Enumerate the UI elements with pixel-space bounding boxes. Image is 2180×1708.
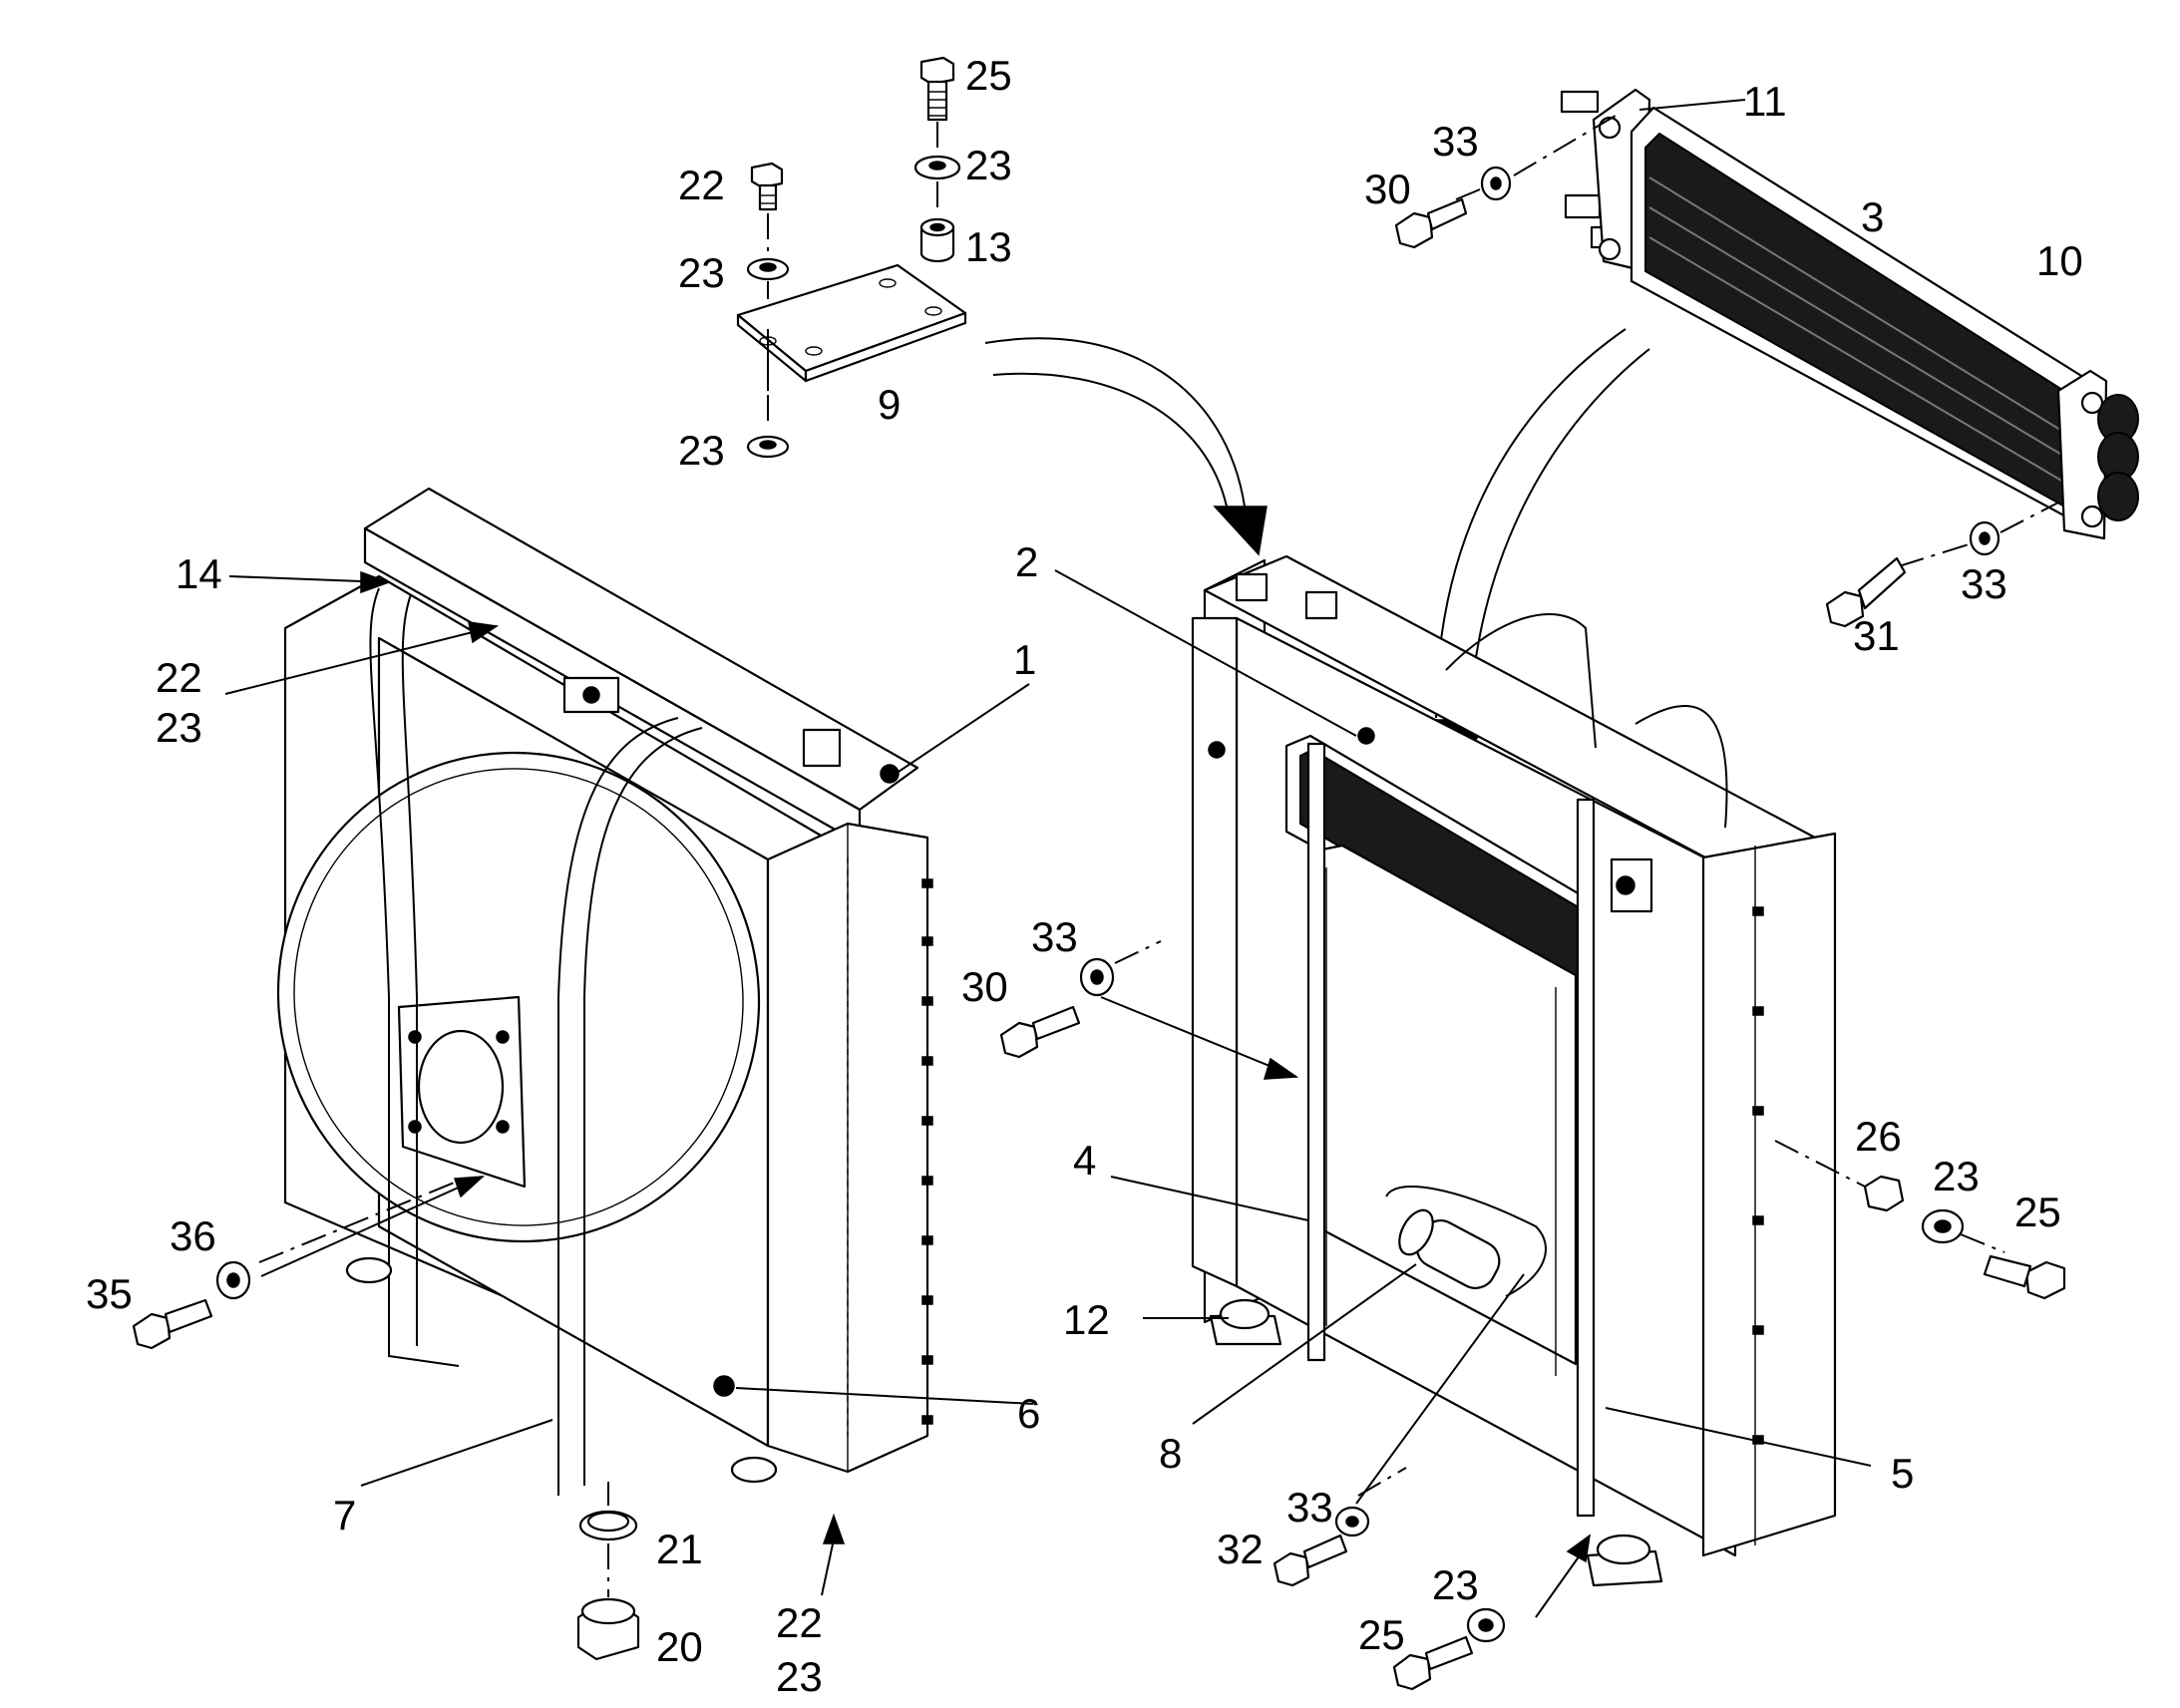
callout-5: 5 <box>1891 1450 1914 1497</box>
callout-14: 14 <box>176 550 222 597</box>
callout-33-cooler-top: 33 <box>1432 118 1479 165</box>
callout-23-left: 23 <box>156 704 202 751</box>
callout-20: 20 <box>656 1623 703 1670</box>
callout-10: 10 <box>2036 237 2083 284</box>
callout-23-right: 23 <box>1933 1153 1980 1199</box>
callout-11: 11 <box>1743 78 1787 125</box>
filter-drier-8 <box>1385 1186 1547 1297</box>
washer-23-upper <box>746 257 790 281</box>
callout-23-low: 23 <box>678 427 725 474</box>
cooler-fasteners-top <box>1394 115 1617 249</box>
callout-32: 32 <box>1217 1526 1264 1572</box>
oil-cooler-3 <box>1560 88 2139 540</box>
spacer-13 <box>919 217 955 263</box>
callout-13: 13 <box>965 223 1012 270</box>
callout-33-mid: 33 <box>1031 913 1078 960</box>
washer-23-lower <box>746 435 790 459</box>
callout-22-left: 22 <box>156 654 202 701</box>
callout-12: 12 <box>1063 1296 1110 1343</box>
bolt-22 <box>750 162 784 211</box>
callout-36: 36 <box>170 1212 216 1259</box>
callout-7: 7 <box>333 1492 356 1538</box>
callout-3: 3 <box>1861 193 1884 240</box>
radiator-assembly-right <box>1191 554 1837 1587</box>
callout-labels: 25 23 22 13 23 9 23 11 33 30 3 10 33 31 … <box>86 52 2083 1700</box>
callout-23-bottom-right: 23 <box>1432 1561 1479 1608</box>
callout-21: 21 <box>656 1526 703 1572</box>
callout-33-bottom: 33 <box>1286 1484 1333 1531</box>
callout-1: 1 <box>1013 636 1036 683</box>
callout-6: 6 <box>1017 1390 1040 1437</box>
callout-4: 4 <box>1073 1137 1096 1184</box>
callout-31: 31 <box>1853 612 1900 659</box>
mounting-bracket-group <box>736 56 967 459</box>
callout-8: 8 <box>1159 1430 1182 1477</box>
callout-2: 2 <box>1015 538 1038 585</box>
callout-9: 9 <box>878 381 901 428</box>
callout-26: 26 <box>1855 1113 1902 1160</box>
oil-cooler-fin-lines <box>1648 176 2069 486</box>
callout-25-right: 25 <box>2014 1189 2061 1235</box>
side-tank-bolts <box>921 878 933 1425</box>
callout-23-mid: 23 <box>678 249 725 296</box>
callout-23-bottom: 23 <box>776 1653 823 1700</box>
washer-23-top <box>913 155 961 180</box>
callout-30-mid: 30 <box>961 963 1008 1010</box>
cooler-fasteners-bottom <box>1825 502 2059 628</box>
callout-22-top: 22 <box>678 162 725 208</box>
assembly-arrow-left <box>984 337 1268 556</box>
radiator-assembly-left <box>276 487 933 1496</box>
callout-30-cooler: 30 <box>1364 166 1411 212</box>
callout-33-cooler-bottom: 33 <box>1961 560 2007 607</box>
leader-lines <box>224 99 1872 1618</box>
callout-35: 35 <box>86 1270 133 1317</box>
bolt-25-top <box>919 56 955 122</box>
callout-25-bottom: 25 <box>1358 1611 1405 1658</box>
callout-23-top: 23 <box>965 142 1012 188</box>
callout-22-bottom: 22 <box>776 1599 823 1646</box>
callout-25-top: 25 <box>965 52 1012 99</box>
left-fasteners <box>132 1176 640 1661</box>
right-tank-bolts <box>1752 906 1764 1445</box>
bracket-plate-9 <box>736 263 967 383</box>
